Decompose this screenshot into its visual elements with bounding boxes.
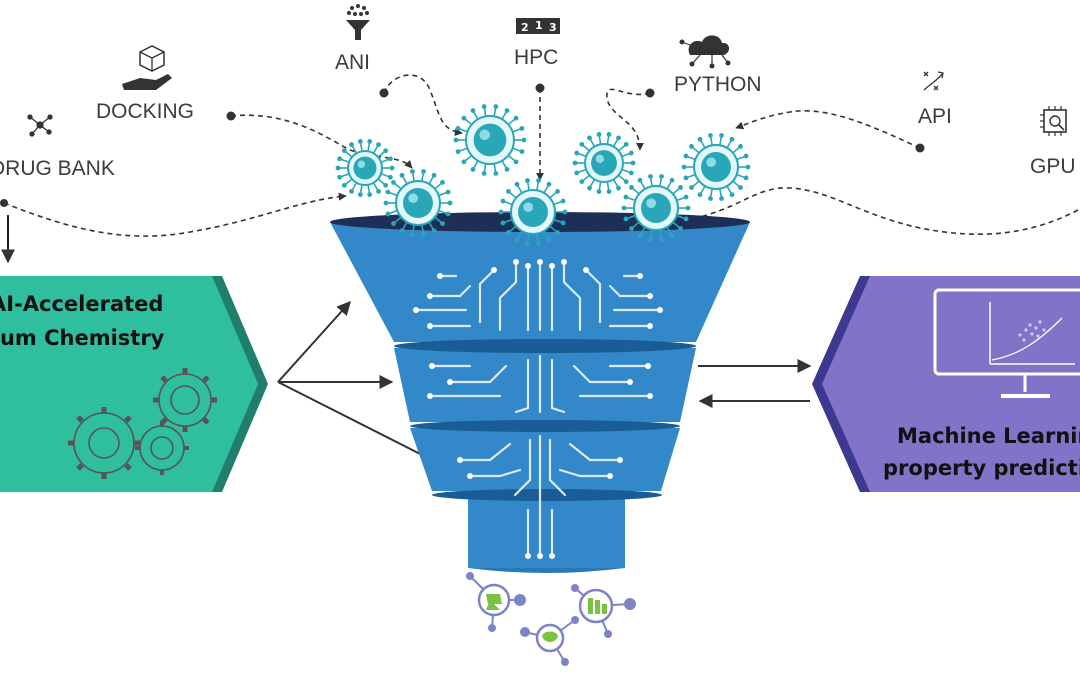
api-flow xyxy=(735,110,921,149)
api-label: API xyxy=(918,105,952,128)
virus-particle xyxy=(621,174,691,242)
ani-label: ANI xyxy=(335,51,371,74)
svg-text:1: 1 xyxy=(535,19,543,32)
left-panel-title-line2: Quantum Chemistry xyxy=(0,326,165,350)
right-panel xyxy=(822,276,1080,492)
hand-box-icon xyxy=(122,45,172,90)
drug-bank-label: DRUG BANK xyxy=(0,157,115,180)
funnel-filter-icon xyxy=(346,4,370,40)
network-icon xyxy=(27,114,53,137)
virus-particle xyxy=(383,169,453,237)
dashed-flow-paths xyxy=(3,74,1079,237)
bidirectional-arrows xyxy=(698,359,812,408)
right-panel-title-line2: property prediction xyxy=(883,456,1080,480)
virus-particle xyxy=(335,139,395,197)
gears-icon xyxy=(68,368,217,479)
monitor-chart-icon xyxy=(933,288,1080,398)
output-molecules xyxy=(466,572,636,666)
ani-flow xyxy=(383,74,463,136)
circuit-nodes xyxy=(413,259,663,559)
flow-start-dots xyxy=(0,83,925,207)
strategy-icon xyxy=(923,71,944,91)
virus-particle xyxy=(681,133,751,201)
svg-text:2: 2 xyxy=(521,21,529,34)
virus-particle xyxy=(572,132,636,194)
virus-particle xyxy=(498,178,568,246)
gpu-chip-icon xyxy=(1040,106,1067,136)
docking-label: DOCKING xyxy=(96,100,195,123)
circuit-lines xyxy=(414,260,662,558)
docking-flow xyxy=(230,114,413,169)
right-panel-title-line1: Machine Learning xyxy=(897,424,1080,448)
drugbank-flow xyxy=(3,192,347,237)
gpu-flow xyxy=(685,187,1079,235)
left-panel xyxy=(0,276,258,492)
virus-particles xyxy=(335,104,751,246)
svg-text:3: 3 xyxy=(549,21,557,34)
left-panel-title-line1: AI-Accelerated xyxy=(0,292,164,316)
python-flow xyxy=(606,88,651,151)
virus-particle xyxy=(453,104,527,176)
python-label: PYTHON xyxy=(674,73,762,96)
gpu-label: GPU xyxy=(1030,155,1076,178)
left-arrows xyxy=(277,300,438,463)
hpc-label: HPC xyxy=(514,46,559,69)
podium-icon: 2 1 3 xyxy=(516,18,560,34)
cloud-network-icon xyxy=(679,35,731,69)
